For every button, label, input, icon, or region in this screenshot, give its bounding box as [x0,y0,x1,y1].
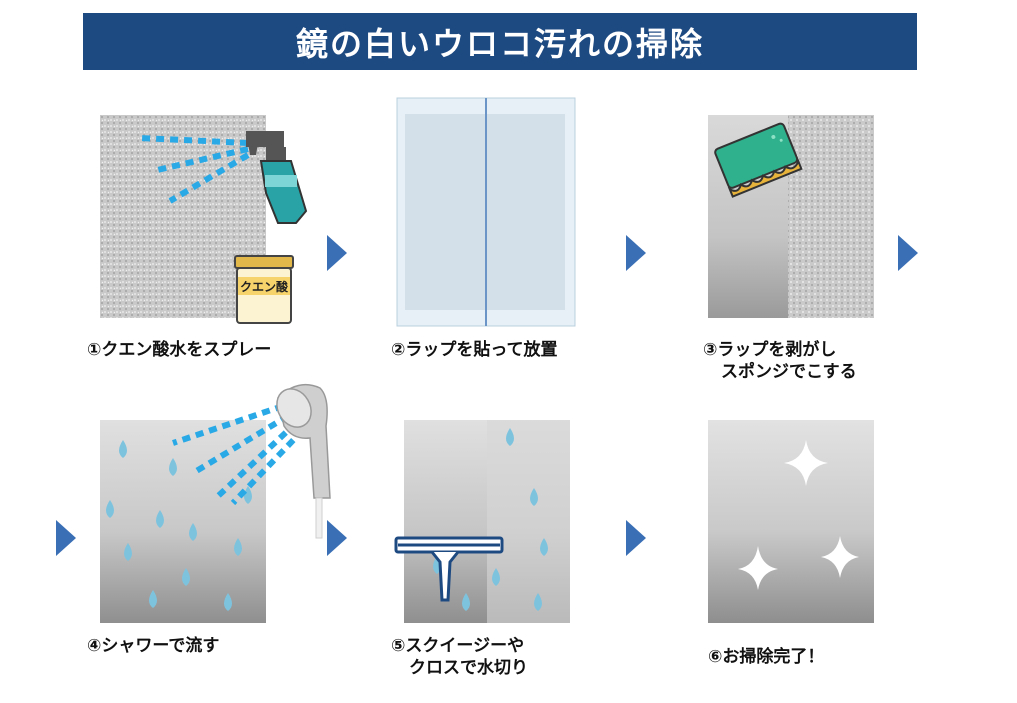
spray-bottle-icon [246,131,308,224]
clean-mirror [708,420,874,623]
dirty-area [788,115,874,318]
step-text: シャワーで流す [101,636,220,656]
page-title: 鏡の白いウロコ汚れの掃除 [83,13,917,70]
next-arrow-1 [327,235,347,271]
step-number: ⑥ [708,647,723,667]
step-label-4: ④シャワーで流す [87,635,219,657]
step-text-line2: スポンジでこする [721,362,857,382]
panel-step-1: クエン酸 [98,113,338,333]
step-number: ④ [87,636,102,656]
step-number: ③ [703,340,718,360]
wiped-strip [487,420,570,623]
next-arrow-6 [626,520,646,556]
shower-spray [172,403,306,506]
step-text: お掃除完了！ [722,647,825,667]
sponge-icon [714,122,803,198]
next-arrow-2 [626,235,646,271]
next-arrow-4 [56,520,76,556]
step-text: スクイージーや [405,636,525,656]
panel-step-2 [395,96,580,331]
shower-head-icon [276,383,331,539]
step-text: ラップを貼って放置 [405,340,558,360]
step-label-6: ⑥お掃除完了！ [708,646,824,668]
step-number: ⑤ [391,636,406,656]
water-drops [106,440,252,611]
panel-step-5 [392,418,577,628]
step-number: ② [391,340,406,360]
step-label-3: ③ラップを剥がしスポンジでこする [703,339,857,383]
citric-acid-jar-icon: クエン酸 [234,255,294,324]
next-arrow-5 [327,520,347,556]
step-number: ① [87,340,102,360]
squeegee-icon [394,536,504,602]
jar-label: クエン酸 [240,279,289,294]
step-text: クエン酸水をスプレー [101,340,272,360]
step-label-5: ⑤スクイージーやクロスで水切り [391,635,528,679]
wet-mirror [100,420,266,623]
panel-step-6 [706,418,881,628]
panel-step-3 [706,113,881,328]
step-text-line2: クロスで水切り [409,658,528,678]
spray-mist [139,135,250,204]
sparkle-icon [738,440,859,590]
step-text: ラップを剥がし [717,340,837,360]
step-label-1: ①クエン酸水をスプレー [87,339,271,361]
step-label-2: ②ラップを貼って放置 [391,339,558,361]
panel-step-4 [98,378,343,628]
next-arrow-3 [898,235,918,271]
water-drops [433,428,548,611]
